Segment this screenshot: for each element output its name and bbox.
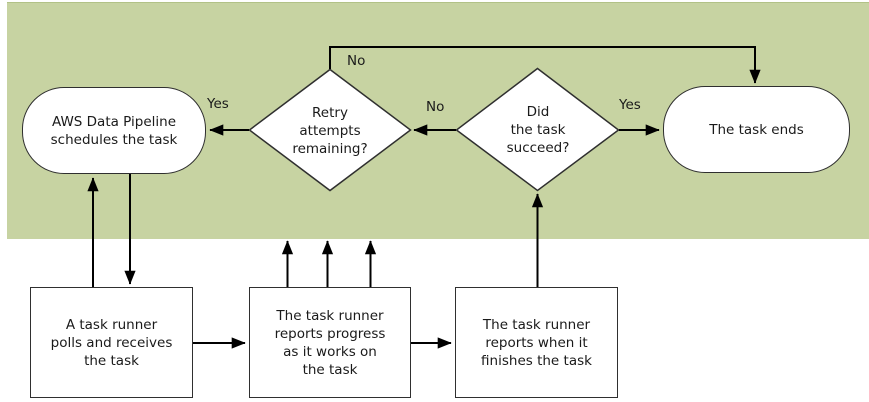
edge-label-succeed-no: No [426,99,445,115]
decision-succeed-label: Did the task succeed? [506,104,570,156]
decision-succeed-shape [455,67,620,192]
node-poll-task: A task runner polls and receives the tas… [30,287,193,398]
edge-label-retry-no: No [347,53,366,69]
node-task-ends: The task ends [663,86,850,173]
edge-retry-no-to-end [329,46,761,84]
decision-retry-shape [248,68,412,192]
node-schedule-task: AWS Data Pipeline schedules the task [22,87,206,174]
node-report-progress: The task runner reports progress as it w… [249,287,411,398]
decision-retry-label: Retry attempts remaining? [292,105,368,157]
node-report-finish: The task runner reports when it finishes… [455,287,618,398]
edge-label-retry-yes: Yes [207,96,229,112]
edge-label-succeed-yes: Yes [619,97,641,113]
